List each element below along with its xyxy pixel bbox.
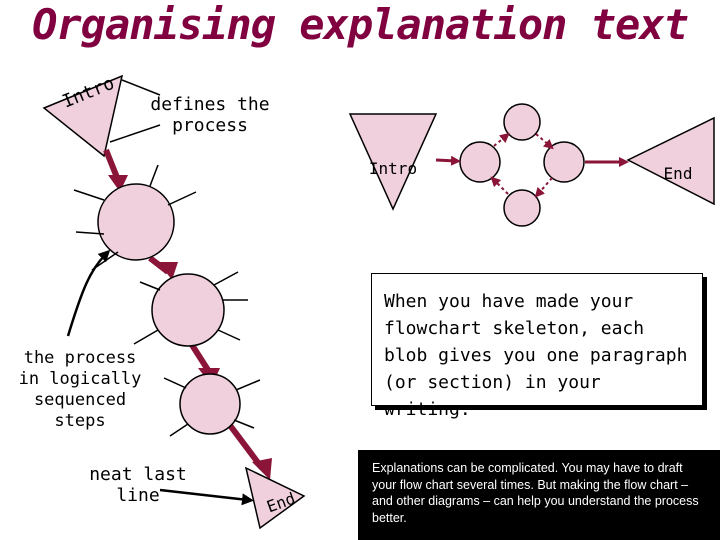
flow-arrow-head	[158, 262, 178, 280]
defines-process-label: defines the process	[150, 94, 270, 136]
flow-arrow-head	[252, 458, 272, 480]
process-steps-label: the process in logically sequenced steps	[18, 348, 142, 431]
mini-blob-bottom	[503, 189, 541, 227]
flow-arrow-head	[108, 175, 128, 192]
mini-blob-top	[503, 103, 541, 141]
intro-triangle-left	[42, 74, 124, 158]
neat-line-pointer	[159, 488, 254, 506]
label-connector	[121, 79, 161, 96]
end-label-right: End	[663, 164, 693, 183]
flow-arrow	[223, 418, 265, 470]
label-connector	[109, 124, 161, 143]
note-text: When you have made your flowchart skelet…	[384, 291, 688, 420]
mini-blob-left	[459, 141, 501, 183]
neat-last-line-label: neat last line	[89, 464, 187, 506]
process-blob-2	[151, 273, 225, 347]
process-blob-1	[97, 183, 175, 261]
footer-box: Explanations can be complicated. You may…	[358, 450, 720, 540]
mini-blob-right	[543, 141, 585, 183]
mini-arrow	[435, 155, 461, 166]
end-triangle-right-shape	[626, 116, 715, 206]
intro-triangle-right	[348, 113, 438, 211]
slide-title: Organising explanation text	[32, 0, 689, 49]
flow-arrow	[189, 343, 211, 372]
footer-text: Explanations can be complicated. You may…	[372, 461, 699, 525]
intro-label-right: Intro	[368, 159, 418, 178]
note-box: When you have made your flowchart skelet…	[371, 273, 703, 420]
process-steps-pointer	[66, 249, 111, 337]
process-blob-3	[179, 373, 241, 435]
